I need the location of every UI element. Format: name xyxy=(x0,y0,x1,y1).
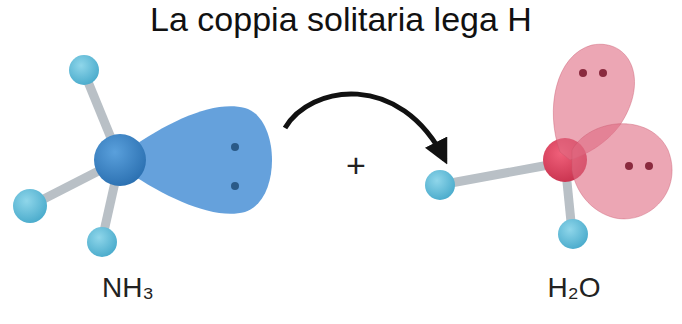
nitrogen-atom xyxy=(94,134,146,186)
molecule-label: H₂O xyxy=(548,272,601,304)
plus-sign: + xyxy=(346,146,366,185)
lone-pair-lobe xyxy=(128,106,272,214)
hydrogen-atom xyxy=(69,55,99,85)
hydrogen-atom xyxy=(425,170,455,200)
electron-dot xyxy=(599,69,607,77)
electron-dot xyxy=(231,182,239,190)
hydrogen-atom xyxy=(13,189,47,223)
hydrogen-atom xyxy=(87,227,117,257)
electron-dot xyxy=(579,69,587,77)
title: La coppia solitaria lega H xyxy=(150,0,532,39)
electron-dot xyxy=(231,143,239,151)
water-molecule xyxy=(425,44,672,249)
lone-pair-lobe xyxy=(572,124,672,219)
electron-dot xyxy=(625,162,633,170)
electron-dot xyxy=(645,162,653,170)
ammonia-molecule xyxy=(13,55,272,257)
hydrogen-atom xyxy=(558,219,588,249)
molecule-label: NH₃ xyxy=(102,272,154,304)
